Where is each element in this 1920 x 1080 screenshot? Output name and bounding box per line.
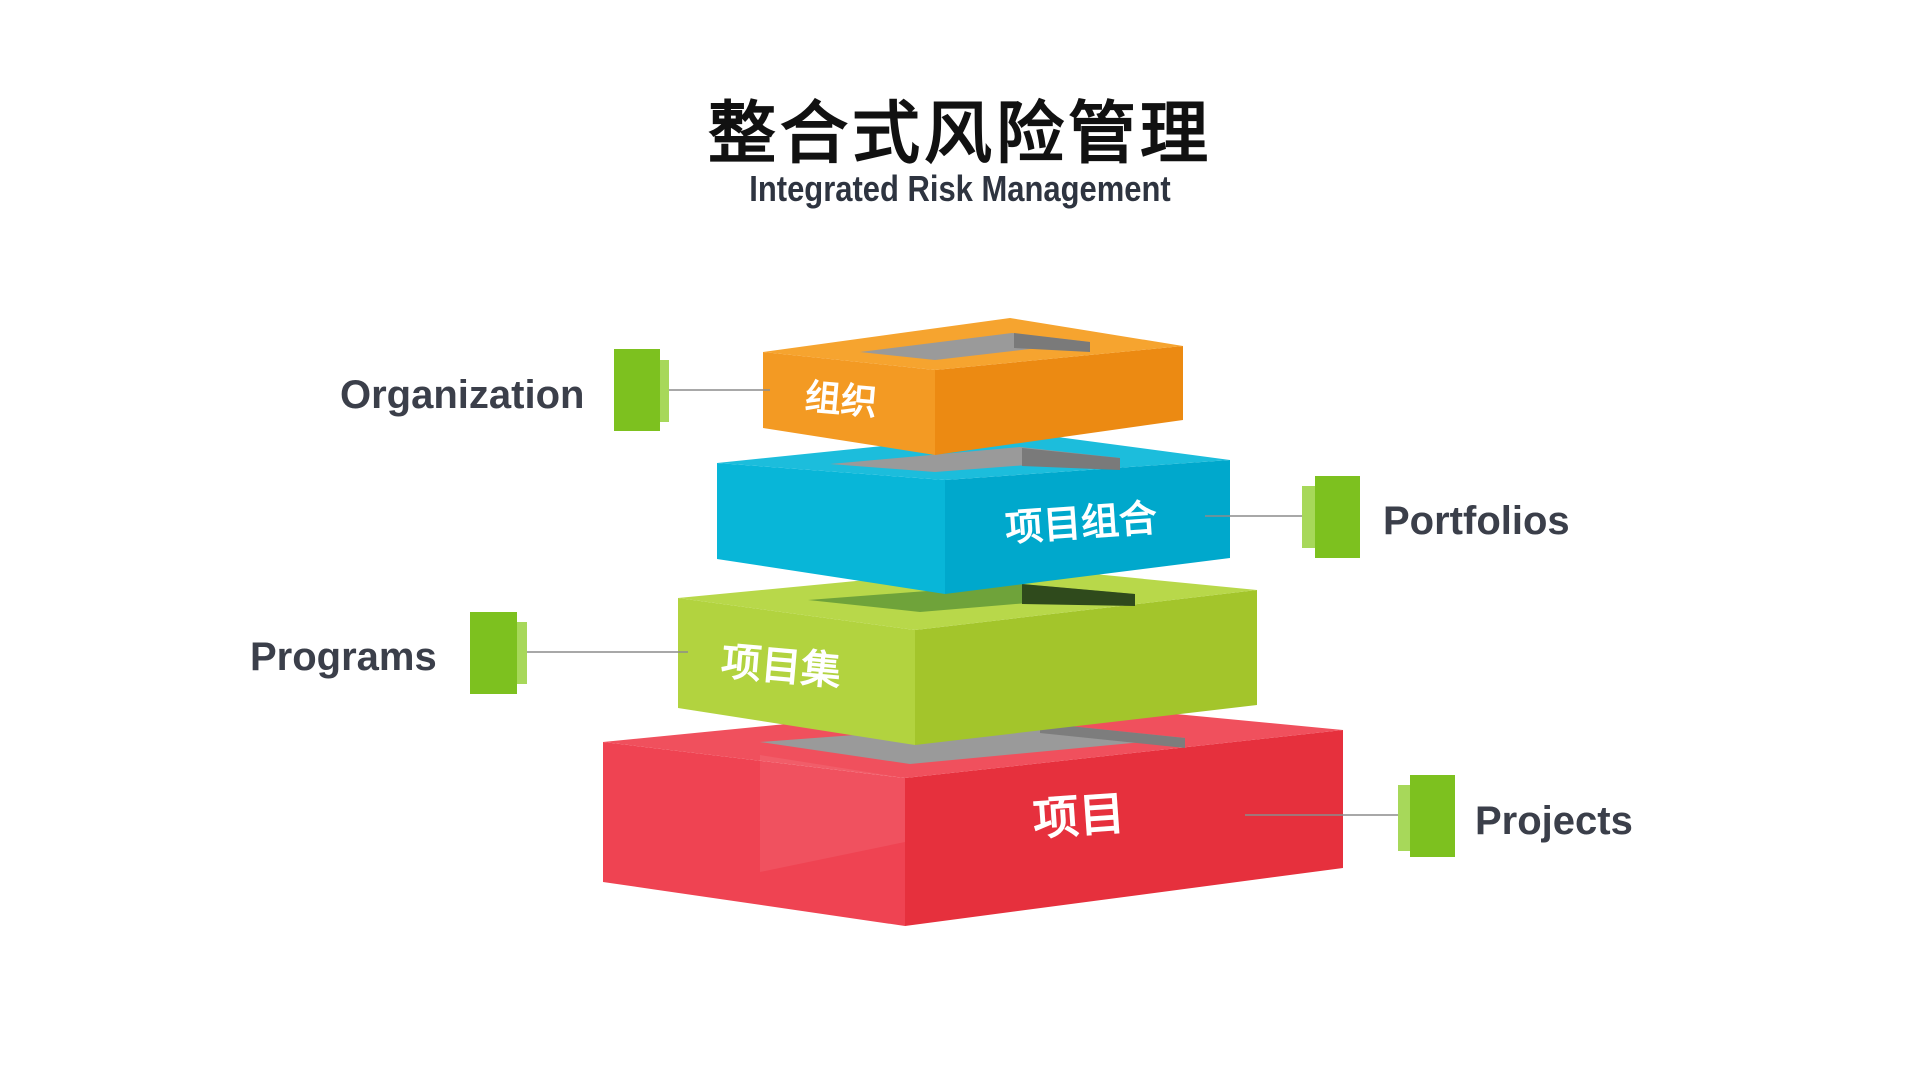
- layer-projects-left-face: [603, 742, 905, 926]
- side-label-projects: Projects: [1475, 799, 1633, 843]
- layer-projects-label: 项目: [1031, 786, 1127, 846]
- layer-portfolios-left-face: [717, 463, 945, 594]
- marker-programs: [470, 612, 517, 694]
- marker-projects: [1410, 775, 1455, 857]
- layer-programs-left-face: [678, 598, 915, 745]
- layer-programs-hole-shadow: [1022, 584, 1135, 606]
- layer-organization: Organization 组织: [340, 318, 1183, 455]
- layer-programs-label: 项目集: [719, 639, 843, 695]
- layer-projects-glass: [760, 755, 905, 872]
- page-subtitle: Integrated Risk Management: [749, 168, 1171, 209]
- layer-programs-right-face: [915, 590, 1257, 745]
- side-label-organization: Organization: [340, 373, 584, 417]
- layer-portfolios: Portfolios 项目组合: [717, 432, 1570, 594]
- page-title: 整合式风险管理: [707, 95, 1212, 174]
- side-label-programs: Programs: [250, 635, 437, 679]
- layer-projects-right-face: [905, 730, 1343, 926]
- layer-portfolios-label: 项目组合: [1004, 496, 1159, 550]
- layer-projects-hole-shadow: [1040, 723, 1185, 748]
- layer-projects: 项目 Projects: [603, 700, 1633, 926]
- layer-portfolios-right-face: [945, 460, 1230, 594]
- marker-organization: [614, 349, 660, 431]
- layer-organization-hole-shadow: [1014, 333, 1090, 352]
- layer-organization-label: 组织: [803, 377, 878, 424]
- side-label-portfolios: Portfolios: [1383, 499, 1570, 543]
- layer-portfolios-hole-shadow: [1022, 448, 1120, 470]
- layer-programs: Programs 项目集: [250, 566, 1257, 745]
- marker-portfolios: [1315, 476, 1360, 558]
- layer-organization-right-face: [935, 346, 1183, 455]
- layer-organization-left-face: [763, 352, 935, 455]
